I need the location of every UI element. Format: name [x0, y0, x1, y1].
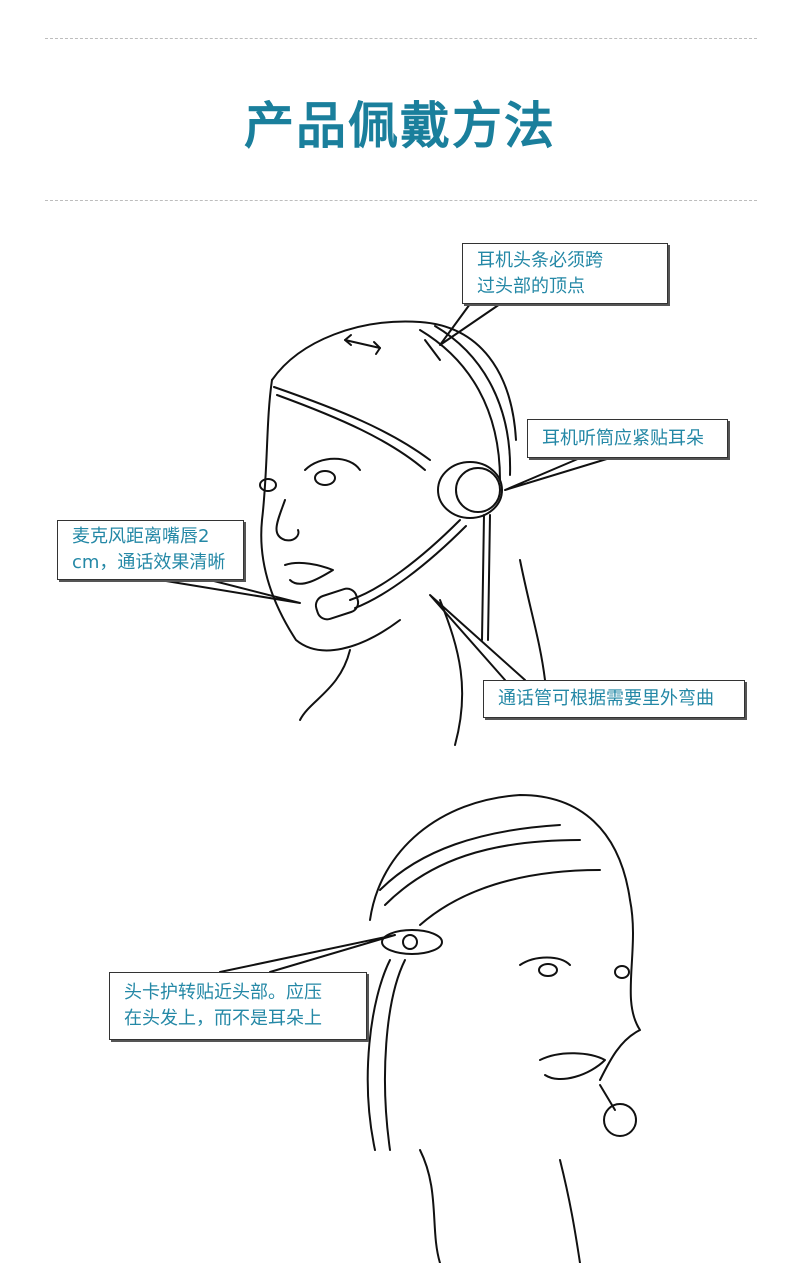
callout-line: cm，通话效果清晰: [72, 552, 226, 573]
callout-line: 头卡护转贴近头部。应压: [124, 982, 322, 1003]
callout-boom-bend: 通话管可根据需要里外弯曲: [483, 680, 745, 718]
figure1-sketch: [159, 303, 611, 746]
callout-mic-distance: 麦克风距离嘴唇2 cm，通话效果清晰: [57, 520, 244, 580]
callout-head-clip: 头卡护转贴近头部。应压 在头发上，而不是耳朵上: [109, 972, 367, 1040]
callout-line: 耳机头条必须跨: [477, 249, 603, 271]
callout-line: 通话管可根据需要里外弯曲: [498, 688, 714, 709]
page-title: 产品佩戴方法: [244, 97, 556, 155]
top-divider: [45, 38, 757, 39]
callout-line: 麦克风距离嘴唇2: [72, 526, 210, 547]
figure2-sketch: [219, 794, 641, 1263]
callout-line: 过头部的顶点: [477, 275, 585, 297]
callout-earpiece-fit: 耳机听筒应紧贴耳朵: [527, 419, 728, 458]
callout-line: 在头发上，而不是耳朵上: [124, 1008, 322, 1029]
title-divider: [45, 200, 757, 201]
callout-headband-over-top: 耳机头条必须跨 过头部的顶点: [462, 243, 668, 304]
callout-line: 耳机听筒应紧贴耳朵: [542, 427, 704, 449]
